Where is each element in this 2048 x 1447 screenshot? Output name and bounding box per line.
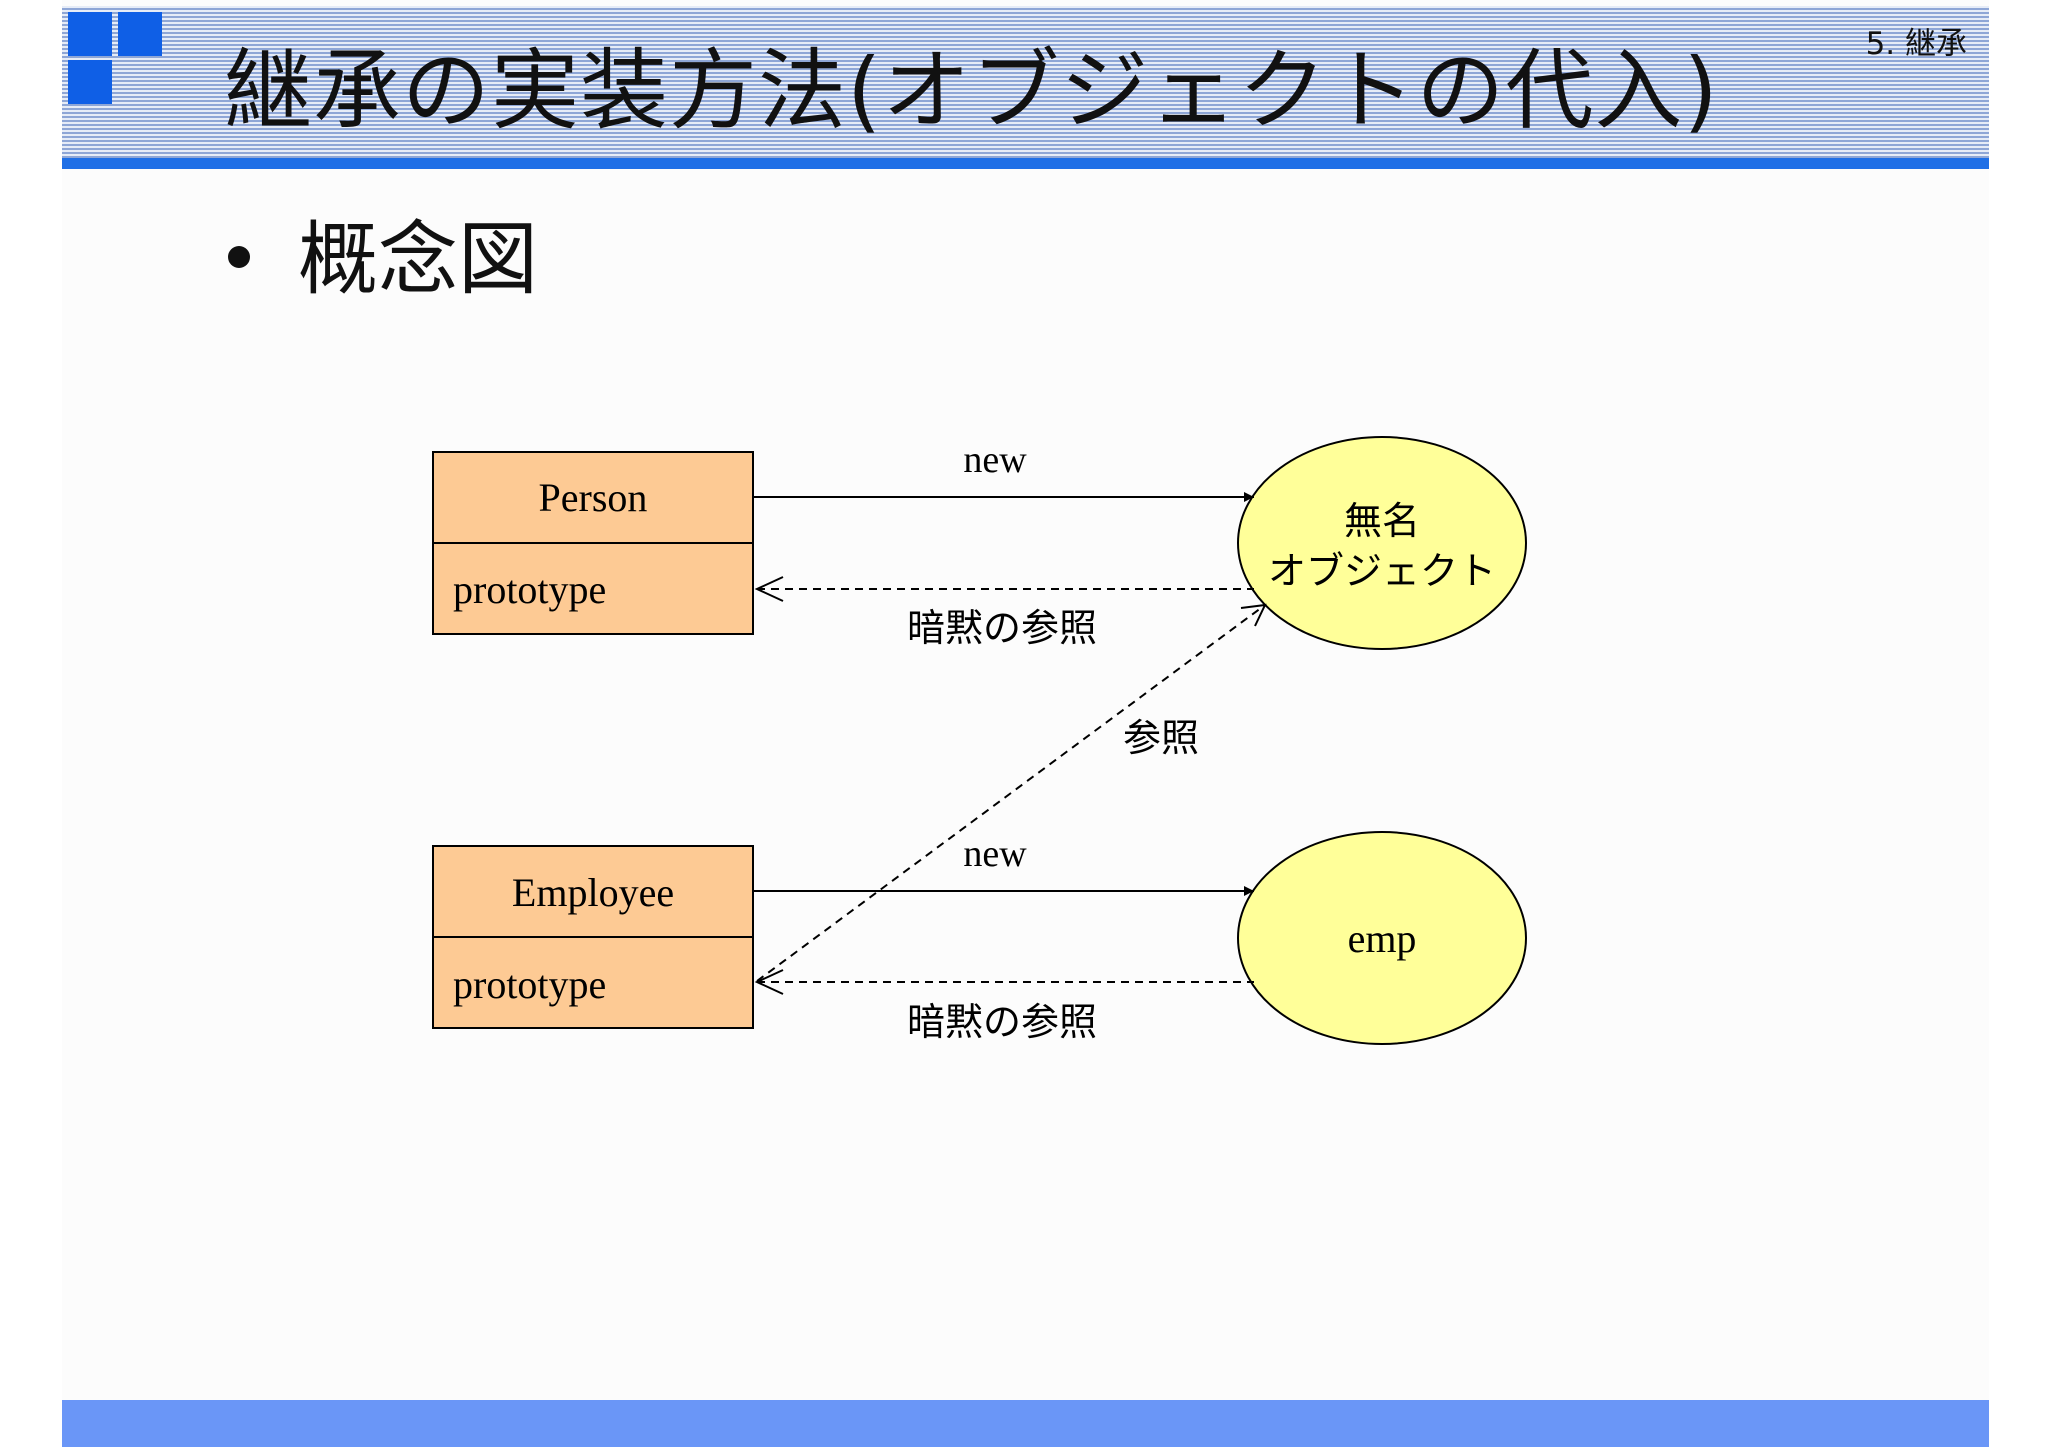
header-rule [62,158,1989,169]
edge-new-top-label: new [963,439,1027,481]
slide-title: 継承の実装方法(オブジェクトの代入) [224,39,1719,142]
class-box-person: Person prototype [432,451,754,635]
object-emp: emp [1237,831,1527,1045]
object-anonymous: 無名 オブジェクト [1237,436,1527,650]
class-box-employee: Employee prototype [432,845,754,1029]
edge-implicit-top: 暗黙の参照 [754,576,1254,650]
edge-implicit-top-label: 暗黙の参照 [907,606,1097,650]
footer-band [62,1400,1989,1447]
object-anonymous-line1: 無名 [1344,499,1420,543]
bullet-text: 概念図 [298,213,538,306]
edge-new-top: new [753,439,1254,502]
object-emp-label: emp [1348,916,1417,961]
class-name-employee: Employee [512,870,674,915]
bullet-icon [228,246,250,268]
edge-implicit-bottom: 暗黙の参照 [754,969,1254,1044]
class-field-employee-prototype: prototype [453,962,606,1007]
slide: 継承の実装方法(オブジェクトの代入) 5. 継承 概念図 [62,0,1989,1447]
edge-reference-label: 参照 [1123,716,1199,760]
class-field-person-prototype: prototype [453,567,606,612]
edge-new-bottom: new [753,833,1254,896]
object-anonymous-line2: オブジェクト [1268,549,1496,593]
class-name-person: Person [539,475,648,520]
header-band [62,6,1989,158]
section-label: 5. 継承 [1865,26,1967,62]
edge-reference: 参照 [756,603,1267,982]
edge-new-bottom-label: new [963,833,1027,875]
edge-implicit-bottom-label: 暗黙の参照 [907,1000,1097,1044]
